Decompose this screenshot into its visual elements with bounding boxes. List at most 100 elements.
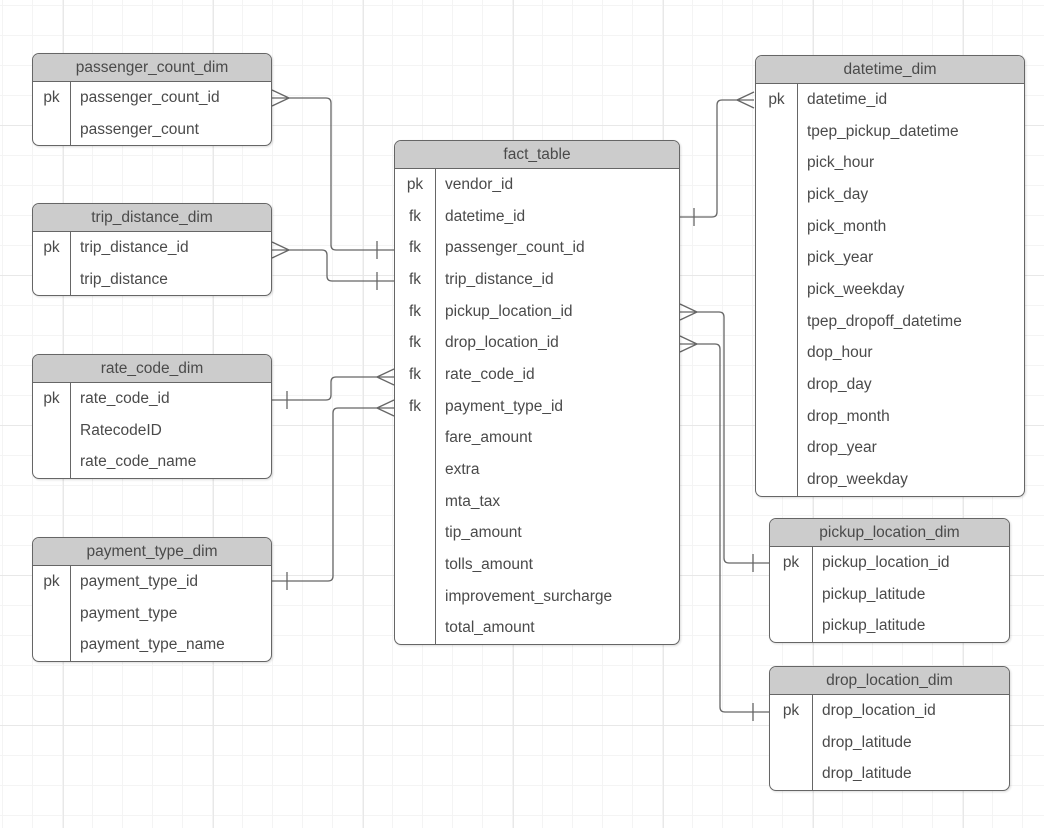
connector-pickup_location[interactable] — [679, 303, 769, 572]
table-row-tpep_pickup_datetime[interactable]: tpep_pickup_datetime — [756, 115, 1024, 148]
connector-line[interactable] — [272, 407, 394, 582]
connector-trip_distance[interactable] — [271, 241, 394, 290]
table-row-passenger_count[interactable]: passenger_count — [33, 113, 271, 146]
table-row-trip_distance[interactable]: trip_distance — [33, 263, 271, 296]
field-name-label: tolls_amount — [445, 556, 533, 574]
table-row-drop_day[interactable]: drop_day — [756, 369, 1024, 401]
key-type-label: pk — [770, 695, 813, 727]
table-row-improvement_surcharge[interactable]: improvement_surcharge — [395, 580, 679, 613]
table-row-tpep_dropoff_datetime[interactable]: tpep_dropoff_datetime — [756, 305, 1024, 338]
key-type-label — [756, 337, 798, 370]
table-row-payment_type_id[interactable]: fk payment_type_id — [395, 390, 679, 423]
key-type-label — [756, 274, 798, 306]
connector-drop_location[interactable] — [679, 335, 769, 721]
key-type-label — [395, 580, 436, 613]
connector-line[interactable] — [680, 99, 754, 218]
key-type-label — [395, 612, 436, 645]
field-name-label: pick_month — [807, 217, 887, 235]
crow-foot-many-icon — [736, 91, 755, 109]
table-row-tolls_amount[interactable]: tolls_amount — [395, 549, 679, 581]
table-row-fare_amount[interactable]: fare_amount — [395, 422, 679, 455]
field-name-label: datetime_id — [807, 90, 888, 108]
field-name-label: passenger_count — [80, 120, 199, 138]
table-row-total_amount[interactable]: total_amount — [395, 612, 679, 645]
field-name-label: payment_type_id — [445, 397, 564, 415]
table-row-drop_latitude[interactable]: drop_latitude — [770, 758, 1009, 791]
table-row-extra[interactable]: extra — [395, 454, 679, 486]
key-type-label — [395, 549, 436, 581]
key-type-label — [756, 210, 798, 243]
key-type-label — [770, 578, 813, 611]
connector-line[interactable] — [272, 376, 394, 401]
key-type-label: fk — [395, 390, 436, 423]
table-row-dop_hour[interactable]: dop_hour — [756, 337, 1024, 370]
connector-rate_code[interactable] — [272, 368, 395, 409]
key-type-label — [756, 464, 798, 496]
key-type-label — [770, 758, 813, 791]
table-row-mta_tax[interactable]: mta_tax — [395, 485, 679, 518]
table-row-RatecodeID[interactable]: RatecodeID — [33, 414, 271, 447]
table-row-pick_month[interactable]: pick_month — [756, 210, 1024, 243]
table-row-drop_weekday[interactable]: drop_weekday — [756, 464, 1024, 496]
key-type-label — [33, 446, 71, 479]
connector-line[interactable] — [272, 249, 394, 282]
table-row-pickup_latitude[interactable]: pickup_latitude — [770, 610, 1009, 643]
connector-line[interactable] — [680, 343, 769, 713]
connector-passenger_count[interactable] — [271, 89, 394, 259]
connector-line[interactable] — [272, 97, 394, 251]
table-row-tip_amount[interactable]: tip_amount — [395, 517, 679, 550]
table-row-drop_year[interactable]: drop_year — [756, 432, 1024, 465]
table-row-pick_day[interactable]: pick_day — [756, 179, 1024, 211]
connector-datetime[interactable] — [680, 91, 755, 226]
table-title: fact_table — [395, 141, 679, 169]
key-type-label — [33, 597, 71, 630]
table-row-rate_code_name[interactable]: rate_code_name — [33, 446, 271, 479]
connector-payment_type[interactable] — [272, 399, 395, 590]
key-type-label — [395, 485, 436, 518]
connector-line[interactable] — [680, 311, 769, 564]
crow-foot-many-icon — [679, 303, 698, 321]
field-name-label: drop_day — [807, 376, 872, 394]
table-row-pickup_latitude[interactable]: pickup_latitude — [770, 578, 1009, 611]
table-row-pick_weekday[interactable]: pick_weekday — [756, 274, 1024, 306]
field-name-label: drop_latitude — [822, 765, 912, 783]
key-type-label — [756, 242, 798, 275]
field-name-label: mta_tax — [445, 492, 501, 510]
table-row-pick_year[interactable]: pick_year — [756, 242, 1024, 275]
table-row-drop_month[interactable]: drop_month — [756, 400, 1024, 433]
table-row-payment_type_name[interactable]: payment_type_name — [33, 629, 271, 662]
table-row-pick_hour[interactable]: pick_hour — [756, 147, 1024, 180]
field-name-label: trip_distance_id — [445, 270, 554, 288]
field-name-label: fare_amount — [445, 429, 533, 447]
table-row-payment_type[interactable]: payment_type — [33, 597, 271, 630]
key-type-label: pk — [33, 82, 71, 114]
table-row-drop_latitude[interactable]: drop_latitude — [770, 726, 1009, 759]
